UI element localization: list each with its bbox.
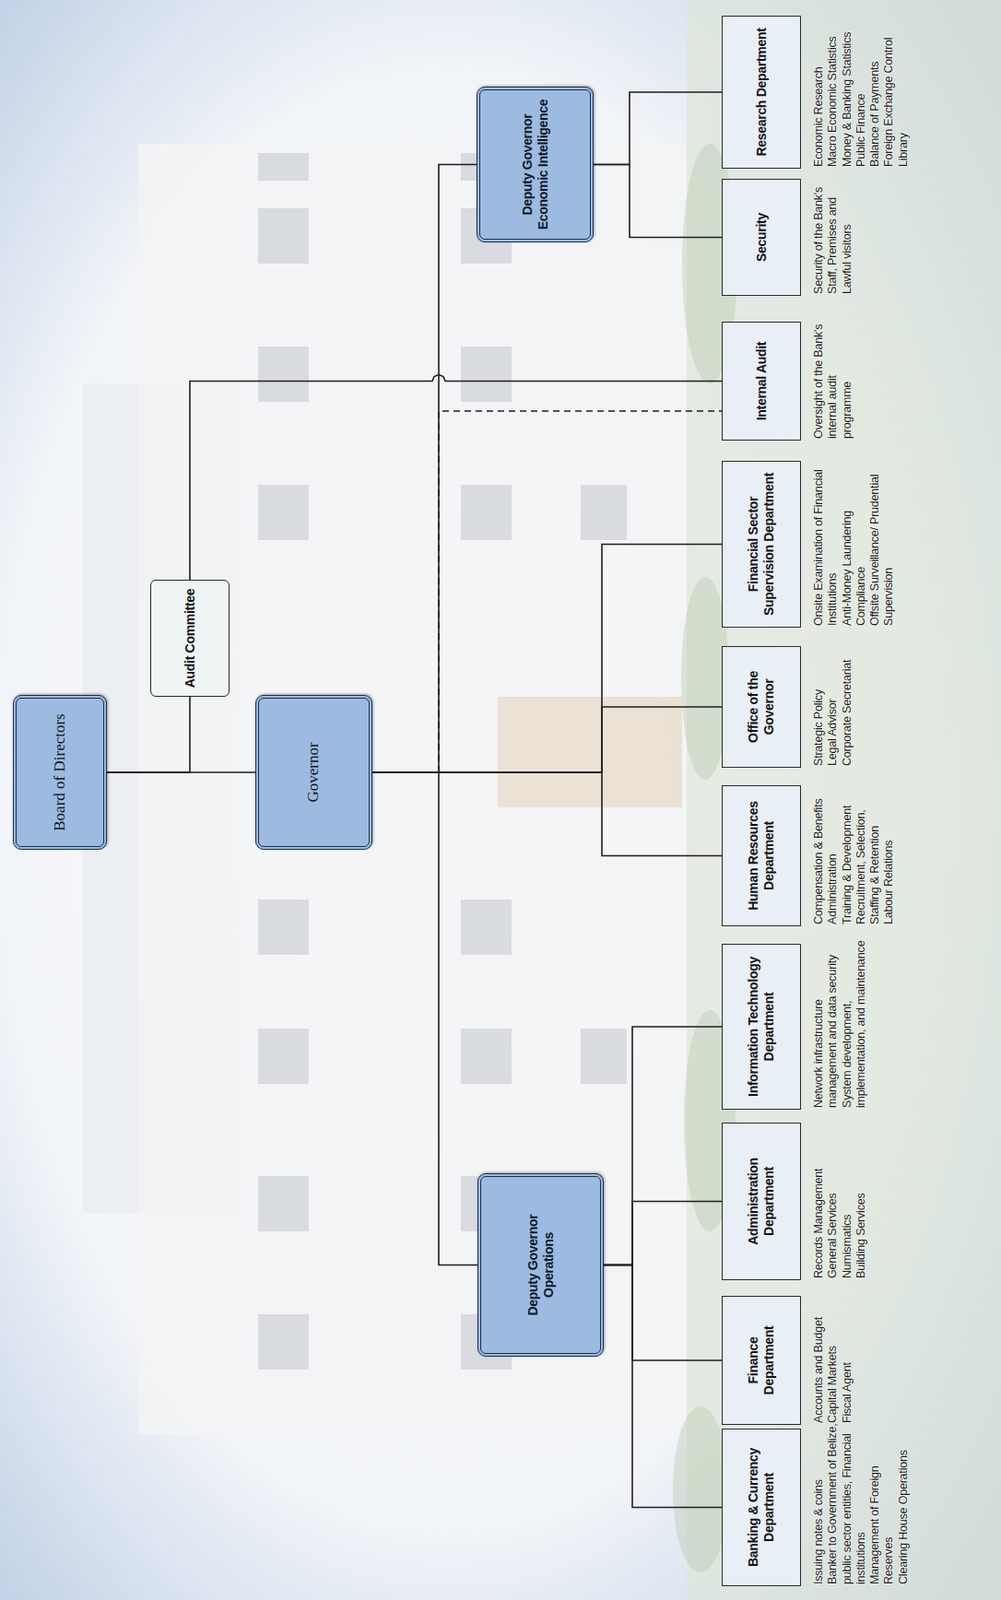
department-box: Human Resources Department (721, 785, 801, 927)
department-duty: General Services (825, 1117, 840, 1279)
duty-list: Oversight of the Bank's internal audit p… (812, 314, 855, 441)
reporting-line (593, 164, 722, 238)
box-title: Financial Sector Supervision Department (745, 467, 778, 622)
deputy-governor-box: Deputy Governor Operations (477, 1173, 604, 1357)
box-title: Information Technology Department (745, 950, 778, 1104)
reporting-line (593, 92, 722, 165)
department-box: Finance Department (721, 1295, 801, 1425)
department-duty: Recruitment, Selection, Staffing & Reten… (854, 779, 884, 925)
duty-list: Network infrastructure management and da… (812, 936, 869, 1110)
entrance (497, 696, 683, 808)
reporting-line (372, 706, 722, 773)
reporting-line (372, 772, 722, 857)
reporting-line (372, 772, 478, 1266)
board-box: Board of Directors (12, 694, 107, 850)
department-box: Internal Audit (721, 321, 801, 441)
duty-list: Onsite Examination of Financial Institut… (812, 453, 897, 628)
department-duty: Training & Development (840, 779, 855, 925)
department-duty: Oversight of the Bank's internal audit p… (812, 316, 855, 439)
reporting-line (106, 696, 190, 773)
department-box: Research Department (721, 15, 801, 169)
department-duty: Compensation & Benefits Administration (812, 779, 841, 925)
box-title: Research Department (753, 27, 770, 156)
box-title: Audit Committee (182, 588, 198, 689)
reporting-line (189, 375, 722, 581)
duty-list: Security of the Bank's Staff, Premises a… (812, 171, 855, 296)
department-duty: Clearing House Operations (896, 1423, 911, 1585)
department-duty: Macro Economic Statistics (825, 10, 840, 167)
box-title: Administration Department (745, 1129, 778, 1274)
reporting-line (603, 1201, 722, 1266)
box-title: Governor (304, 741, 323, 802)
duty-list: Accounts and BudgetCapital MarketsFiscal… (812, 1288, 855, 1425)
department-box: Administration Department (721, 1122, 801, 1281)
department-duty: Labour Relations (882, 779, 896, 925)
department-box: Office of the Governor (721, 646, 801, 768)
department-duty: Foreign Exchange Control (882, 10, 896, 167)
department-duty: Onsite Examination of Financial Institut… (812, 455, 841, 626)
department-duty: Management of Foreign Reserves (868, 1423, 897, 1585)
department-duty: Anti-Money Laundering Compliance (840, 455, 870, 626)
department-box: Information Technology Department (721, 943, 801, 1110)
reporting-line (603, 1265, 722, 1362)
department-duty: Security of the Bank's Staff, Premises a… (812, 173, 855, 295)
department-duty: Numismatics (840, 1117, 855, 1279)
department-box: Security (721, 178, 801, 296)
department-duty: Public Finance (854, 10, 869, 167)
building-wall (138, 143, 692, 1435)
reporting-line (603, 1265, 722, 1508)
department-duty: Library (896, 10, 911, 167)
department-duty: Strategic Policy (812, 640, 826, 766)
box-title: Deputy Governor Economic Intelligence (519, 95, 552, 234)
box-title: Board of Directors (50, 713, 70, 831)
department-duty: Fiscal Agent (840, 1290, 855, 1424)
box-title: Finance Department (745, 1302, 778, 1419)
department-duty: Accounts and Budget (812, 1290, 826, 1424)
reporting-line (372, 544, 722, 774)
duty-list: Strategic PolicyLegal AdvisorCorporate S… (812, 638, 855, 768)
department-duty: Network infrastructure management and da… (812, 938, 841, 1108)
department-duty: Capital Markets (825, 1290, 840, 1424)
department-duty: Economic Research (812, 10, 826, 167)
box-title: Security (753, 212, 770, 262)
duty-list: Issuing notes & coinsBanker to Governmen… (812, 1421, 911, 1587)
box-title: Banking & Currency Department (745, 1435, 778, 1580)
box-title: Internal Audit (753, 341, 770, 422)
reporting-line (603, 1026, 722, 1266)
committee-box: Audit Committee (150, 579, 230, 697)
department-duty: Records Management (812, 1117, 826, 1279)
box-title: Deputy Governor Operations (525, 1182, 557, 1348)
box-title: Human Resources Department (745, 791, 778, 920)
department-duty: Money & Banking Statistics (840, 10, 855, 167)
department-duty: Banker to Government of Belize, public s… (825, 1423, 869, 1585)
duty-list: Records ManagementGeneral ServicesNumism… (812, 1115, 869, 1281)
dotted-reporting-line (372, 411, 722, 773)
box-title: Office of the Governor (745, 652, 778, 762)
duty-list: Economic ResearchMacro Economic Statisti… (812, 8, 911, 169)
department-duty: Corporate Secretariat (840, 640, 855, 766)
reporting-line (372, 164, 477, 774)
governor-box: Governor (255, 694, 373, 850)
department-box: Financial Sector Supervision Department (721, 460, 801, 628)
department-box: Banking & Currency Department (721, 1428, 801, 1587)
department-duty: System development, implementation, and … (840, 938, 870, 1108)
department-duty: Issuing notes & coins (812, 1423, 826, 1585)
department-duty: Legal Advisor (825, 640, 840, 766)
lawn (686, 0, 1001, 1600)
department-duty: Building Services (854, 1117, 869, 1279)
duty-list: Compensation & Benefits AdministrationTr… (812, 777, 897, 927)
department-duty: Balance of Payments (868, 10, 883, 167)
department-duty: Offsite Surveillance/ Prudential Supervi… (868, 455, 897, 626)
deputy-governor-box: Deputy Governor Economic Intelligence (476, 86, 594, 243)
